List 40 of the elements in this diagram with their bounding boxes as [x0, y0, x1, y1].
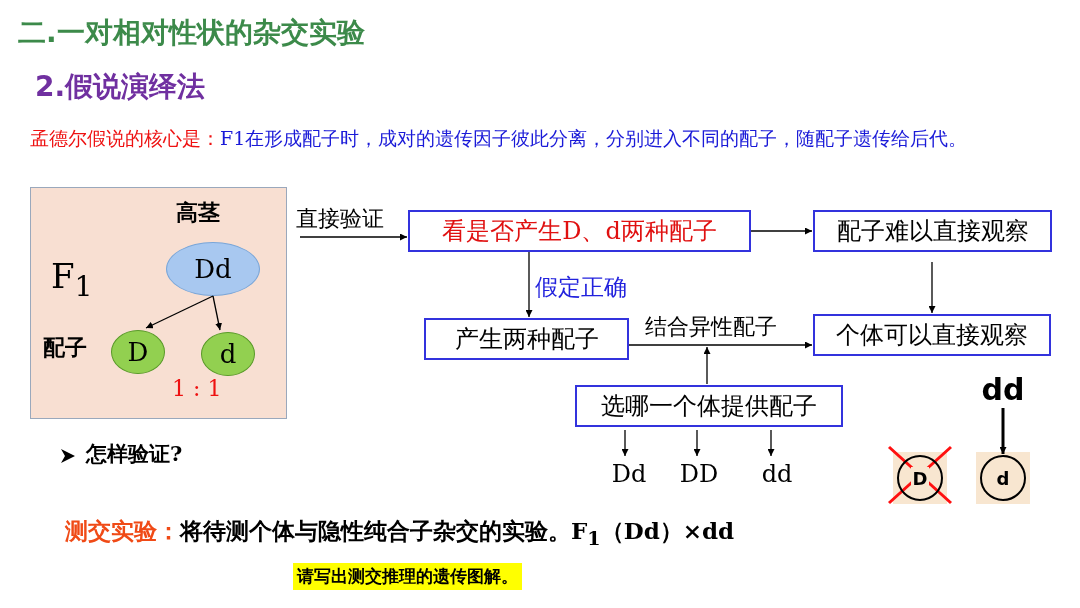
edge-label: 结合异性配子 [645, 313, 777, 341]
arrow [928, 261, 936, 314]
task-note: 请写出测交推理的遗传图解。 [293, 563, 522, 590]
arrow [628, 341, 813, 349]
genotype-text: dd [752, 459, 802, 489]
section-heading: 2.假说演绎法 [35, 69, 206, 105]
row-label: 配子 [43, 333, 87, 362]
question-text: 怎样验证? [86, 440, 183, 468]
edge-label: 直接验证 [296, 205, 384, 233]
genotype-text: dd [978, 372, 1028, 406]
intro-text: 孟德尔假说的核心是： [30, 127, 220, 149]
arrow [145, 295, 214, 329]
process-box: 配子难以直接观察 [813, 210, 1052, 252]
arrow [621, 429, 629, 457]
arrow [703, 346, 711, 385]
genotype-text: DD [674, 459, 724, 489]
arrow [299, 233, 408, 241]
arrow [525, 251, 533, 318]
intro-text: F1在形成配子时，成对的遗传因子彼此分离，分别进入不同的配子，随配子遗传给后代。 [220, 127, 968, 149]
ratio-text: 1 : 1 [172, 376, 222, 401]
diagram-panel [30, 187, 287, 419]
gamete-circle: d [201, 332, 255, 376]
arrow [767, 429, 775, 457]
arrow [999, 408, 1007, 454]
genotype-ellipse: Dd [166, 242, 260, 296]
process-box: 个体可以直接观察 [813, 314, 1051, 356]
arrow [750, 227, 813, 235]
edge-label: 假定正确 [535, 273, 627, 302]
process-box: 选哪一个体提供配子 [575, 385, 843, 427]
process-box: 看是否产生D、d两种配子 [408, 210, 751, 252]
arrow [212, 295, 222, 331]
slide-title: 二.一对相对性状的杂交实验 [18, 15, 365, 51]
gamete-circle: D [111, 330, 165, 374]
definition-text: 将待测个体与隐性纯合子杂交的实验。F$_{1}$（Dd）×dd [180, 517, 735, 544]
process-box: 产生两种配子 [424, 318, 629, 360]
genotype-text: Dd [604, 459, 654, 489]
row-label-f1: F$_{1}$ [51, 256, 93, 303]
term-text: 测交实验： [65, 517, 180, 544]
caption-text: 高茎 [176, 198, 220, 227]
arrow [693, 429, 701, 457]
